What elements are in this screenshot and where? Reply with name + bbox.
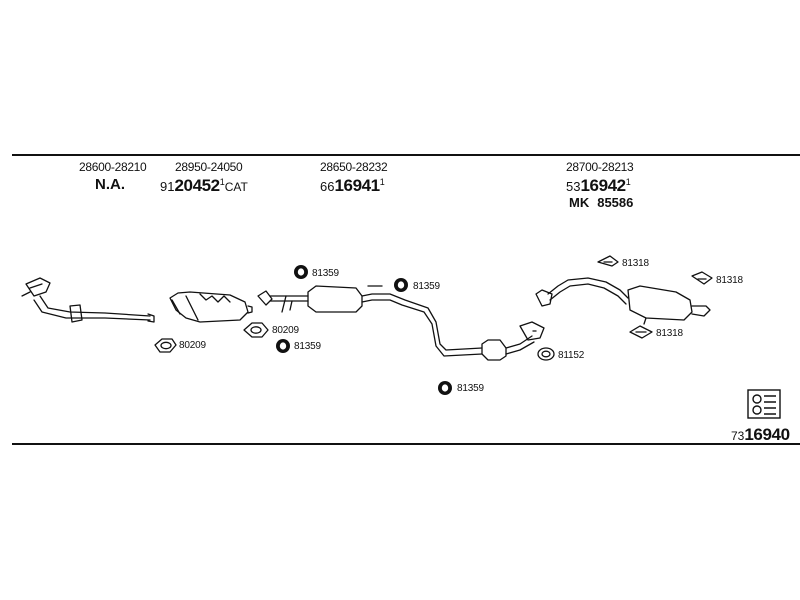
top-rule: [12, 154, 800, 156]
rear-muffler-code: 53169421: [566, 176, 631, 196]
catalyst-code-prefix: 91: [160, 179, 175, 194]
ref-gasket-rear: 81152: [558, 350, 585, 361]
center-pipe-part: [257, 285, 545, 361]
ref-gasket-center: 80209: [272, 325, 299, 336]
hanger-81318-right: [691, 271, 713, 285]
part-number-center-pipe: 28650-28232: [320, 160, 388, 174]
ref-clamp-right-top: 81359: [413, 281, 440, 292]
ref-clamp-right-bottom: 81359: [457, 383, 484, 394]
kit-code: 7316940: [731, 425, 790, 445]
clamp-icon: [276, 339, 290, 353]
gasket-81152: [537, 347, 555, 361]
clamp-icons: [276, 265, 452, 395]
catalyst-code-sup: 1: [219, 177, 225, 187]
clamp-icon: [438, 381, 452, 395]
catalyst-code-main: 20452: [174, 176, 220, 195]
center-pipe-code-sup: 1: [379, 177, 385, 187]
kit-code-prefix: 73: [731, 429, 745, 443]
part-number-front-pipe: 28600-28210: [79, 160, 147, 174]
center-pipe-code-prefix: 66: [320, 179, 335, 194]
ref-hanger-bottom: 81318: [656, 328, 683, 339]
clamp-icon: [394, 278, 408, 292]
ref-hanger-top: 81318: [622, 258, 649, 269]
part-number-rear-muffler: 28700-28213: [566, 160, 634, 174]
gasket-80209-center: [243, 322, 269, 338]
mk-code: MK 85586: [569, 195, 633, 210]
fitting-kit-icon: [747, 389, 781, 419]
catalyst-code: 91204521CAT: [160, 176, 248, 196]
front-pipe-note: N.A.: [95, 176, 125, 193]
catalytic-converter-part: [169, 291, 253, 323]
ref-hanger-right: 81318: [716, 275, 743, 286]
front-pipe-part: [21, 277, 155, 323]
ref-clamp-center-top: 81359: [312, 268, 339, 279]
hanger-81318-bottom: [629, 325, 653, 339]
bottom-rule: [12, 443, 800, 445]
mk-label: MK: [569, 195, 590, 210]
center-pipe-code-main: 16941: [334, 176, 380, 195]
rear-muffler-part: [535, 277, 711, 325]
hanger-81318-top: [597, 255, 619, 267]
ref-gasket-left: 80209: [179, 340, 206, 351]
center-pipe-code: 66169411: [320, 176, 385, 196]
catalyst-code-suffix: CAT: [224, 180, 248, 194]
gasket-80209-left: [154, 338, 177, 353]
mk-value: 85586: [597, 195, 634, 210]
rear-muffler-code-main: 16942: [580, 176, 626, 195]
ref-clamp-center-bottom: 81359: [294, 341, 321, 352]
rear-muffler-code-sup: 1: [625, 177, 631, 187]
clamp-icon: [294, 265, 308, 279]
kit-code-main: 16940: [744, 425, 790, 444]
rear-muffler-code-prefix: 53: [566, 179, 581, 194]
part-number-catalyst: 28950-24050: [175, 160, 243, 174]
